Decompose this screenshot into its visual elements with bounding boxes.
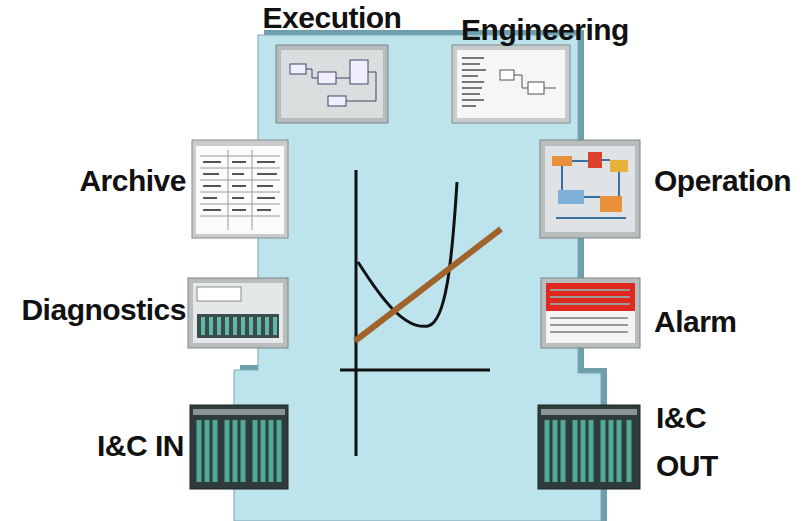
execution-tile	[276, 45, 388, 123]
rack-rail	[193, 409, 285, 415]
archive-tile	[192, 140, 288, 238]
component-label: Alarm	[654, 304, 774, 340]
alarm-tile	[541, 278, 640, 348]
alarm-rows	[550, 290, 630, 332]
u-curve	[358, 182, 457, 326]
text-lines	[462, 58, 486, 106]
module-row	[197, 314, 279, 338]
wire	[336, 78, 350, 79]
block	[290, 64, 306, 74]
wire	[514, 75, 556, 88]
plant-block	[558, 190, 584, 204]
component-label: Engineering	[455, 12, 635, 48]
pipes	[556, 160, 626, 218]
plant-block	[552, 156, 572, 166]
block	[500, 70, 514, 80]
wire	[346, 72, 376, 101]
component-label: Diagnostics	[0, 292, 186, 328]
y-axis	[355, 170, 358, 456]
tile-screen	[546, 283, 635, 343]
text-lines	[203, 162, 277, 210]
rack-rail	[541, 409, 637, 415]
tile-screen	[196, 146, 284, 234]
tile-screen	[457, 50, 565, 118]
plant-block	[588, 152, 602, 168]
modules	[203, 317, 275, 335]
operation-tile	[540, 140, 640, 238]
block	[318, 72, 336, 84]
diagnostics-tile	[188, 278, 288, 348]
component-label: Archive	[0, 163, 186, 199]
plant-block	[610, 160, 628, 172]
component-label: I&C IN	[0, 428, 184, 464]
table-lines	[200, 150, 280, 230]
rack-modules	[199, 420, 279, 482]
rack-modules	[547, 420, 629, 482]
block	[328, 96, 346, 106]
x-axis	[340, 369, 490, 372]
status-bar	[197, 287, 241, 301]
tile-screen	[545, 146, 635, 232]
plant-block	[600, 196, 622, 212]
wire	[306, 69, 318, 78]
rack-tile	[190, 405, 288, 489]
rack-tile	[538, 405, 640, 489]
component-label: Execution	[242, 0, 422, 36]
component-label: I&C OUT	[656, 394, 728, 490]
engineering-tile	[452, 45, 570, 123]
tile-screen	[193, 283, 283, 343]
block	[350, 60, 368, 84]
trend-line	[355, 229, 501, 341]
tile-screen	[281, 50, 383, 118]
block	[528, 82, 544, 94]
component-label: Operation	[654, 163, 806, 199]
